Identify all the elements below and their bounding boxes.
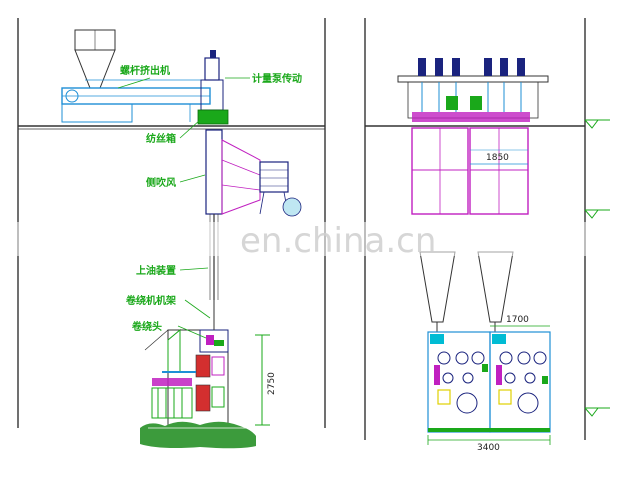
fan-icon — [282, 197, 302, 217]
dimension-1700-text: 1700 — [506, 315, 529, 325]
winder-bank — [427, 331, 551, 433]
funnels — [419, 251, 514, 332]
dimension-3400-text: 3400 — [477, 443, 500, 453]
dimension-3400: 3400 — [427, 435, 551, 453]
label-side-blower: 侧吹风 — [146, 176, 176, 189]
winding-machine — [144, 300, 229, 429]
label-take-up-head: 卷绕头 — [131, 320, 162, 333]
watermark: en.china.cn — [0, 221, 641, 261]
dimension-1700: 1700 — [490, 315, 550, 327]
side-blower — [221, 139, 302, 217]
level-markers — [584, 119, 610, 417]
spinning-shaft — [205, 129, 223, 300]
callouts: 螺杆挤出机 计量泵传动 纺丝箱 侧吹风 上油装置 卷绕机机架 卷绕头 — [117, 64, 302, 339]
label-metering-pump: 计量泵传动 — [252, 72, 302, 85]
right-view: 1850 — [364, 18, 610, 453]
label-spinneret: 纺丝箱 — [146, 132, 176, 145]
hopper — [74, 29, 116, 89]
dimension-2750-text: 2750 — [267, 372, 277, 395]
ground-hatch — [140, 421, 256, 449]
screw-extruder — [61, 79, 211, 123]
label-oil-device: 上油装置 — [136, 264, 176, 277]
dimension-1850-text: 1850 — [486, 153, 509, 163]
pump-deck — [397, 58, 549, 122]
dimension-1850: 1850 — [470, 153, 528, 165]
dimension-2750: 2750 — [255, 334, 277, 426]
label-winder: 卷绕机机架 — [125, 294, 176, 307]
quench-cabinets — [411, 127, 529, 215]
metering-pump — [197, 50, 229, 125]
watermark-text: en.china.cn — [240, 221, 436, 261]
label-screw-extruder: 螺杆挤出机 — [120, 64, 170, 77]
